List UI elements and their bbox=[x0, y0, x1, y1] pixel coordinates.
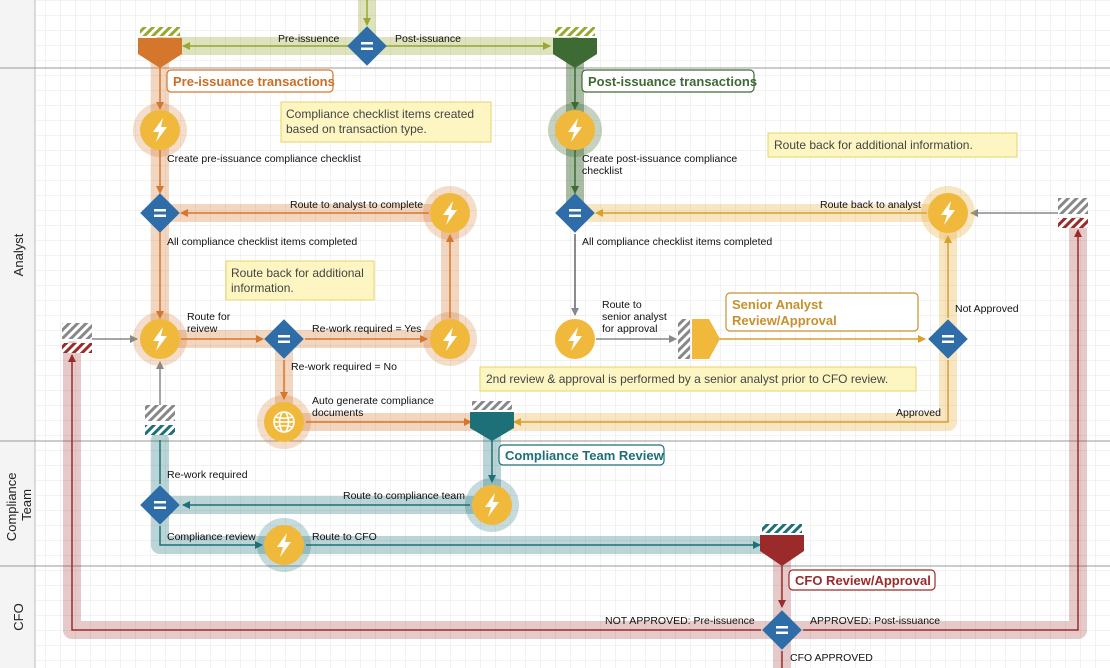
label-cfo-approved: CFO APPROVED bbox=[790, 652, 873, 664]
title-cfo-review-text: CFO Review/Approval bbox=[795, 573, 931, 588]
title-pre-issuance: Pre-issuance transactions bbox=[166, 69, 335, 93]
label-auto-generate: Auto generate compliance documents bbox=[312, 395, 437, 419]
title-post-issuance-text: Post-issuance transactions bbox=[588, 74, 757, 89]
label-rework-required: Re-work required bbox=[167, 469, 248, 481]
note-second-review: 2nd review & approval is performed by a … bbox=[479, 366, 917, 392]
note-route-back-2-text: Route back for additional information. bbox=[774, 138, 973, 152]
task-node-create-pre-checklist[interactable] bbox=[140, 110, 180, 150]
note-route-back-info-1: Route back for additional information. bbox=[225, 260, 375, 301]
title-compliance-review-text: Compliance Team Review bbox=[505, 448, 665, 463]
task-node-route-back-analyst[interactable] bbox=[928, 193, 968, 233]
gateway-post-checklist[interactable] bbox=[555, 193, 595, 233]
gateway-senior-approval[interactable] bbox=[928, 319, 968, 359]
connector-right-analyst[interactable] bbox=[1058, 198, 1088, 228]
lightning-icon bbox=[941, 201, 955, 225]
note-route-back-1-text: Route back for additional information. bbox=[231, 266, 367, 295]
connector-left-analyst[interactable] bbox=[62, 323, 92, 353]
label-route-for-review: Route for reivew bbox=[187, 311, 233, 335]
label-rework-yes: Re-work required = Yes bbox=[312, 323, 421, 335]
lane-label-compliance: Compliance Team bbox=[4, 469, 34, 541]
note-checklist-text: Compliance checklist items created based… bbox=[286, 107, 477, 136]
label-post-issuance: Post-issuance bbox=[395, 33, 461, 45]
task-node-route-compliance-team[interactable] bbox=[472, 485, 512, 525]
lightning-icon bbox=[277, 533, 291, 557]
note-second-review-text: 2nd review & approval is performed by a … bbox=[486, 372, 888, 386]
label-route-back-analyst: Route back to analyst bbox=[820, 199, 921, 211]
task-node-auto-generate[interactable] bbox=[264, 402, 304, 442]
edge-labels: Pre-issuence Post-issuance Create pre-is… bbox=[167, 33, 1019, 664]
lightning-icon bbox=[443, 327, 457, 351]
label-approved-post: APPROVED: Post-issuance bbox=[810, 615, 940, 627]
label-compliance-review: Compliance review bbox=[167, 531, 256, 543]
label-not-approved-pre: NOT APPROVED: Pre-issuence bbox=[605, 615, 755, 627]
lightning-icon bbox=[443, 201, 457, 225]
label-route-compliance-team: Route to compliance team bbox=[343, 490, 465, 502]
stage-compliance-team-review[interactable] bbox=[470, 401, 514, 441]
stage-cfo-review[interactable] bbox=[760, 524, 804, 566]
label-all-items-completed-post: All compliance checklist items completed bbox=[582, 236, 772, 248]
stage-post-issuance[interactable] bbox=[553, 27, 597, 68]
task-node-rework[interactable] bbox=[430, 319, 470, 359]
label-approved: Approved bbox=[896, 407, 941, 419]
task-node-compliance-review[interactable] bbox=[264, 525, 304, 565]
equals-icon bbox=[569, 209, 581, 212]
label-route-cfo: Route to CFO bbox=[312, 531, 377, 543]
task-node-create-post-checklist[interactable] bbox=[555, 110, 595, 150]
title-senior-review-text: Senior Analyst Review/Approval bbox=[732, 297, 837, 328]
connector-senior-entry[interactable] bbox=[678, 319, 720, 359]
label-rework-no: Re-work required = No bbox=[291, 361, 397, 373]
lane-label-cfo: CFO bbox=[11, 603, 26, 630]
note-route-back-info-2: Route back for additional information. bbox=[767, 132, 1018, 158]
connectors bbox=[68, 0, 1082, 668]
title-cfo-review: CFO Review/Approval bbox=[788, 569, 936, 591]
label-create-post-checklist: Create post-issuance compliance checklis… bbox=[582, 153, 740, 177]
task-node-analyst-complete[interactable] bbox=[430, 193, 470, 233]
lightning-icon bbox=[153, 327, 167, 351]
title-pre-issuance-text: Pre-issuance transactions bbox=[173, 74, 335, 89]
lightning-icon bbox=[485, 493, 499, 517]
title-compliance-team-review: Compliance Team Review bbox=[498, 444, 665, 466]
globe-icon bbox=[273, 411, 295, 433]
stage-pre-issuance[interactable] bbox=[138, 27, 182, 68]
note-checklist-created: Compliance checklist items created based… bbox=[280, 101, 492, 143]
lightning-icon bbox=[568, 327, 582, 351]
label-create-pre-checklist: Create pre-issuance compliance checklist bbox=[167, 153, 361, 165]
task-node-route-senior[interactable] bbox=[555, 319, 595, 359]
connector-rework-return[interactable] bbox=[145, 405, 175, 435]
task-node-route-for-review[interactable] bbox=[140, 319, 180, 359]
title-senior-review: Senior Analyst Review/Approval bbox=[725, 292, 919, 332]
gateway-pre-checklist[interactable] bbox=[140, 193, 180, 233]
label-all-items-completed-pre: All compliance checklist items completed bbox=[167, 236, 357, 248]
lane-label-analyst: Analyst bbox=[11, 233, 26, 276]
label-route-analyst-complete: Route to analyst to complete bbox=[290, 199, 423, 211]
lightning-icon bbox=[153, 118, 167, 142]
equals-icon bbox=[942, 335, 954, 338]
equals-icon bbox=[776, 626, 788, 629]
title-post-issuance: Post-issuance transactions bbox=[581, 69, 757, 93]
equals-icon bbox=[278, 335, 290, 338]
gateway-cfo[interactable] bbox=[762, 610, 802, 650]
equals-icon bbox=[154, 501, 166, 504]
equals-icon bbox=[154, 209, 166, 212]
label-not-approved: Not Approved bbox=[955, 303, 1019, 315]
lane-header-column bbox=[0, 0, 35, 668]
label-pre-issuence: Pre-issuence bbox=[278, 33, 339, 45]
label-route-senior: Route to senior analyst for approval bbox=[602, 299, 670, 335]
equals-icon bbox=[361, 42, 373, 45]
lightning-icon bbox=[568, 118, 582, 142]
